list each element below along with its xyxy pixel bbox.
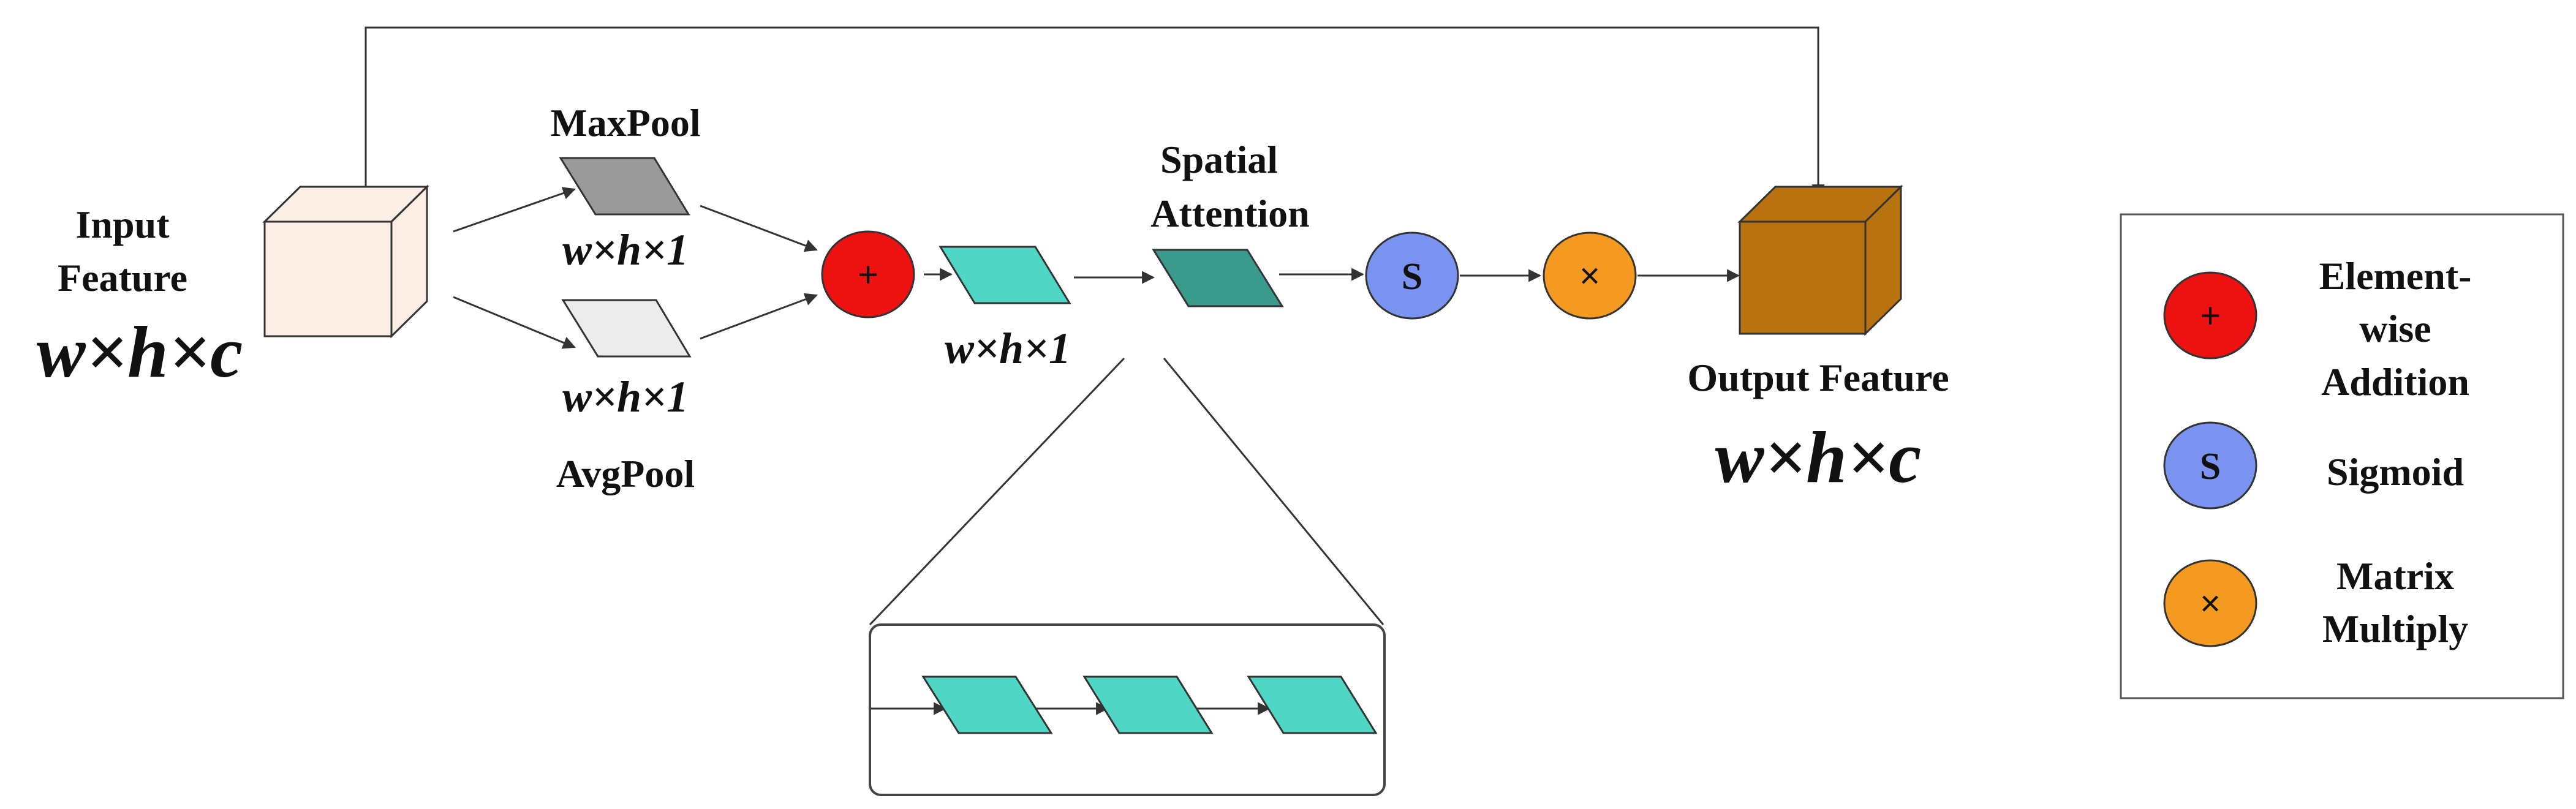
add-op — [821, 230, 915, 318]
avgpool-map — [561, 299, 692, 358]
legend-add-symbol: + — [2200, 296, 2221, 336]
legend-multiply-icon — [2163, 559, 2257, 647]
spatial-attention-map — [1152, 249, 1284, 307]
legend: + Element- wise Addition S Sigmoid × Mat… — [2120, 213, 2564, 699]
legend-add-icon — [2163, 271, 2257, 359]
legend-sigmoid-symbol: S — [2200, 446, 2221, 487]
maxpool-label: MaxPool — [550, 101, 700, 145]
output-dims: w×h×c — [1715, 416, 1922, 498]
legend-add-label-2: wise — [2359, 307, 2431, 350]
merged-dims: w×h×1 — [945, 324, 1071, 373]
multiply-op-symbol: × — [1579, 256, 1600, 296]
arrow-maxpool-to-add — [700, 205, 818, 252]
output-label: Output Feature — [1687, 356, 1949, 399]
legend-sigmoid-icon — [2163, 421, 2257, 510]
legend-multiply-label-2: Multiply — [2322, 607, 2468, 650]
legend-add-label-1: Element- — [2319, 254, 2472, 298]
legend-sigmoid-label: Sigmoid — [2327, 450, 2464, 494]
add-op-symbol: + — [858, 255, 878, 295]
spatial-label-line2: Attention — [1150, 192, 1310, 235]
zoom-line-right — [1163, 358, 1384, 625]
zoom-line-left — [869, 357, 1125, 626]
maxpool-map — [559, 157, 690, 216]
legend-multiply-label-1: Matrix — [2336, 554, 2454, 598]
inset-map-2 — [1082, 675, 1214, 734]
merged-map — [939, 246, 1071, 304]
skip-connection — [364, 26, 1825, 198]
output-cube-front — [1739, 220, 1867, 335]
input-feature-cube — [262, 184, 429, 339]
input-cube-front — [263, 220, 393, 337]
legend-multiply-symbol: × — [2200, 584, 2221, 623]
legend-add-label-3: Addition — [2321, 360, 2469, 404]
avgpool-dims: w×h×1 — [562, 372, 689, 421]
input-label-line2: Feature — [58, 256, 187, 299]
input-dims: w×h×c — [37, 311, 243, 393]
inset-map-1 — [921, 675, 1053, 734]
spatial-label-line1: Spatial — [1160, 138, 1278, 181]
input-label-line1: Input — [76, 203, 170, 246]
maxpool-dims: w×h×1 — [562, 225, 689, 274]
multiply-op — [1543, 231, 1637, 320]
output-feature-cube — [1737, 184, 1903, 336]
arrow-input-to-maxpool — [453, 187, 576, 233]
sigmoid-op-symbol: S — [1402, 256, 1422, 298]
avgpool-label: AvgPool — [556, 452, 695, 495]
inset-map-3 — [1247, 675, 1378, 734]
arrow-avgpool-to-add — [700, 293, 818, 340]
sigmoid-op — [1365, 231, 1459, 320]
arrow-input-to-avgpool — [453, 296, 576, 349]
